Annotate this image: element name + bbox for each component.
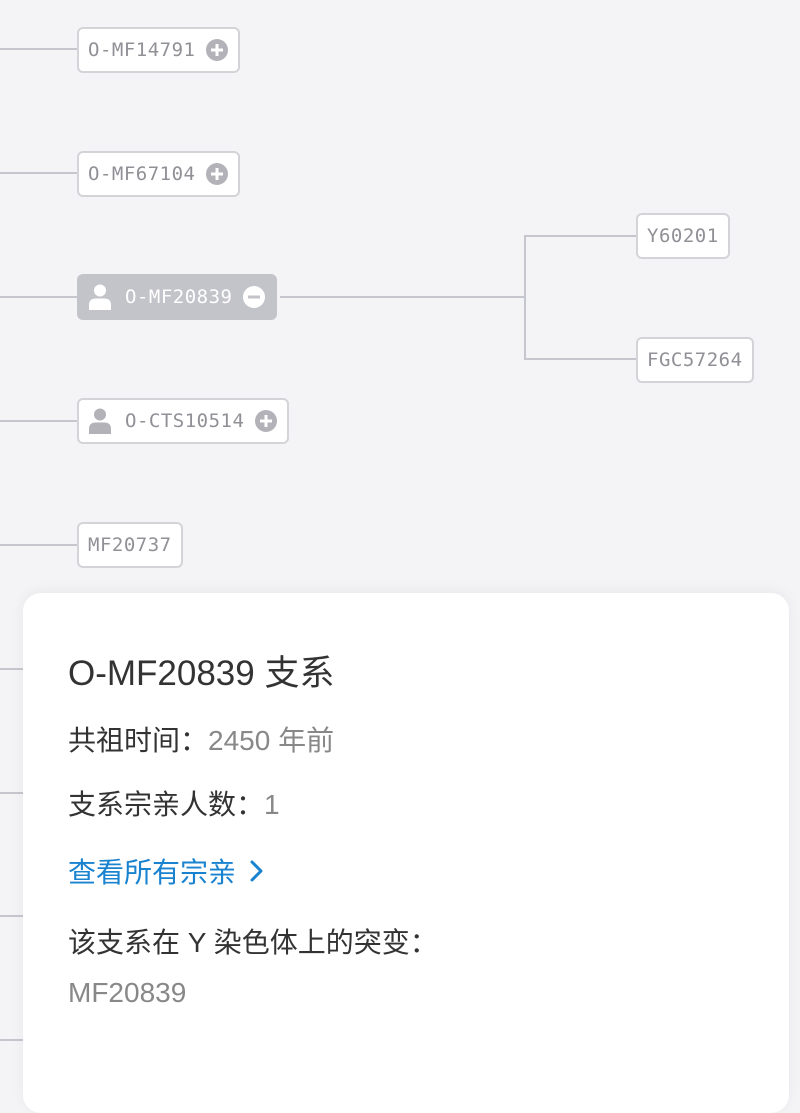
view-all-relatives-link[interactable]: 查看所有宗亲 (68, 851, 264, 891)
chevron-right-icon (250, 860, 263, 882)
tmrca-label: 共祖时间： (68, 725, 209, 756)
relative-count-label: 支系宗亲人数： (68, 789, 265, 820)
node-label: O-MF67104 (88, 163, 196, 185)
haplogroup-tree: O-MF14791 O-MF67104 O-MF20839 (0, 27, 754, 1041)
connector-line (0, 1039, 23, 1041)
person-icon (89, 284, 111, 310)
connector-line (524, 358, 638, 360)
connector-line (0, 915, 23, 917)
plus-circle-icon[interactable] (254, 409, 278, 433)
plus-circle-icon[interactable] (205, 38, 229, 62)
connector-line (0, 792, 23, 794)
connector-line (0, 296, 78, 298)
connector-line (0, 668, 23, 670)
node-label: O-MF14791 (88, 39, 196, 61)
mutation-label: 该支系在 Y 染色体上的突变： (68, 927, 438, 958)
view-all-relatives-label: 查看所有宗亲 (68, 857, 237, 888)
minus-circle-icon[interactable] (242, 285, 266, 309)
connector-line (0, 172, 78, 174)
node-label: MF20737 (88, 534, 172, 556)
panel-title: O-MF20839 支系 (68, 654, 335, 693)
tree-node-o-mf14791[interactable]: O-MF14791 (77, 27, 241, 73)
tree-node-o-mf20839[interactable]: O-MF20839 (77, 274, 278, 320)
connector-line (0, 544, 78, 546)
mutation-value: MF20839 (68, 977, 187, 1008)
tree-node-y60201[interactable]: Y60201 (636, 213, 730, 259)
node-label: O-MF20839 (125, 286, 233, 308)
tree-node-o-cts10514[interactable]: O-CTS10514 (77, 398, 290, 444)
tree-node-mf20737[interactable]: MF20737 (77, 522, 183, 568)
node-label: FGC57264 (647, 349, 743, 371)
connector-line (524, 235, 638, 237)
relative-count-value: 1 (264, 789, 280, 820)
person-icon (89, 408, 111, 434)
tree-node-fgc57264[interactable]: FGC57264 (636, 337, 754, 383)
node-label: Y60201 (647, 225, 719, 247)
connector-line (280, 296, 525, 298)
node-label: O-CTS10514 (125, 410, 245, 432)
tmrca-value: 2450 年前 (208, 725, 335, 756)
tree-node-o-mf67104[interactable]: O-MF67104 (77, 151, 241, 197)
relative-count-row: 支系宗亲人数：1 (68, 783, 280, 823)
connector-line (0, 48, 78, 50)
connector-line (0, 420, 78, 422)
plus-circle-icon[interactable] (205, 162, 229, 186)
tmrca-row: 共祖时间：2450 年前 (68, 719, 334, 759)
branch-detail-panel: O-MF20839 支系 共祖时间：2450 年前 支系宗亲人数：1 查看所有宗… (23, 593, 789, 1113)
connector-line (524, 235, 526, 360)
